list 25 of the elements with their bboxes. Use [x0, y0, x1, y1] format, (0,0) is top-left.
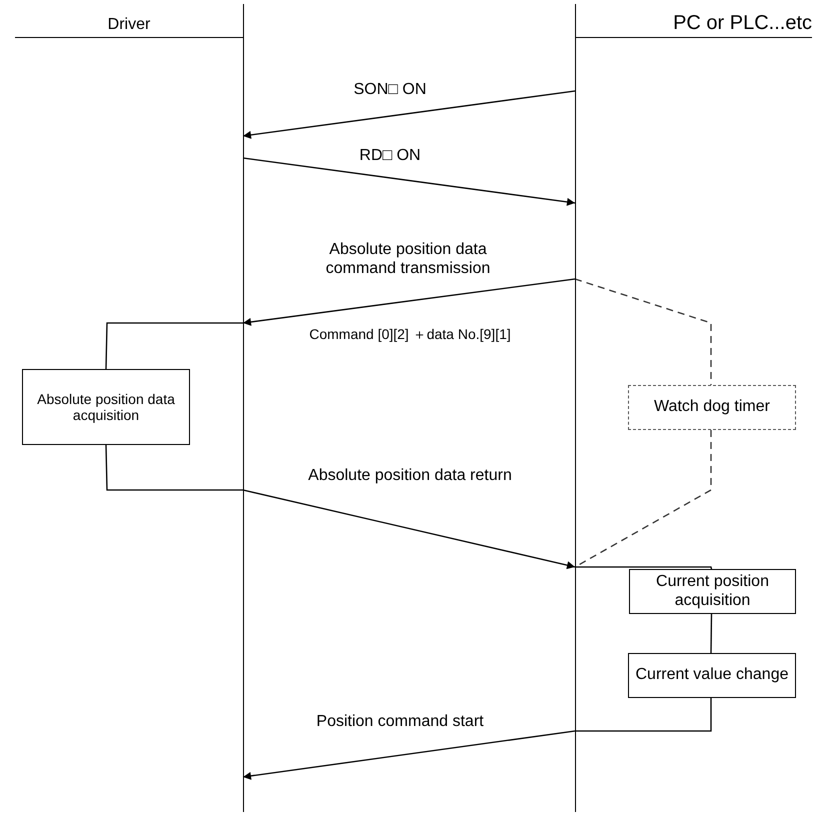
- message-label: RD□ ON: [358, 146, 422, 166]
- message-label: Absolute position data return: [307, 466, 513, 486]
- message-arrow: [242, 157, 576, 206]
- timer-box: Watch dog timer: [628, 385, 796, 430]
- message-label: Absolute position data command transmission: [324, 240, 492, 278]
- message-note: Command [0][2] ＋data No.[9][1]: [308, 326, 512, 343]
- process-box: Absolute position data acquisition: [22, 369, 190, 445]
- participant-label: Driver: [106, 16, 152, 34]
- participant-label: PC or PLC...etc: [672, 12, 812, 34]
- lifeline: [575, 4, 812, 812]
- connector-line: [105, 322, 243, 370]
- message-arrow: [242, 90, 576, 139]
- process-box: Current value change: [628, 653, 796, 698]
- message-arrow: [242, 278, 576, 326]
- dashed-connector: [574, 278, 712, 385]
- message-arrow: [242, 489, 576, 570]
- process-box: Current position acquisition: [629, 569, 796, 614]
- message-label: SON□ ON: [352, 80, 428, 100]
- message-label: Position command start: [315, 712, 485, 732]
- lifeline: [15, 4, 244, 812]
- connector-line: [575, 566, 712, 570]
- connector-line: [575, 698, 712, 732]
- connector-line: [710, 614, 712, 653]
- connector-line: [105, 444, 243, 491]
- message-arrow: [242, 730, 576, 780]
